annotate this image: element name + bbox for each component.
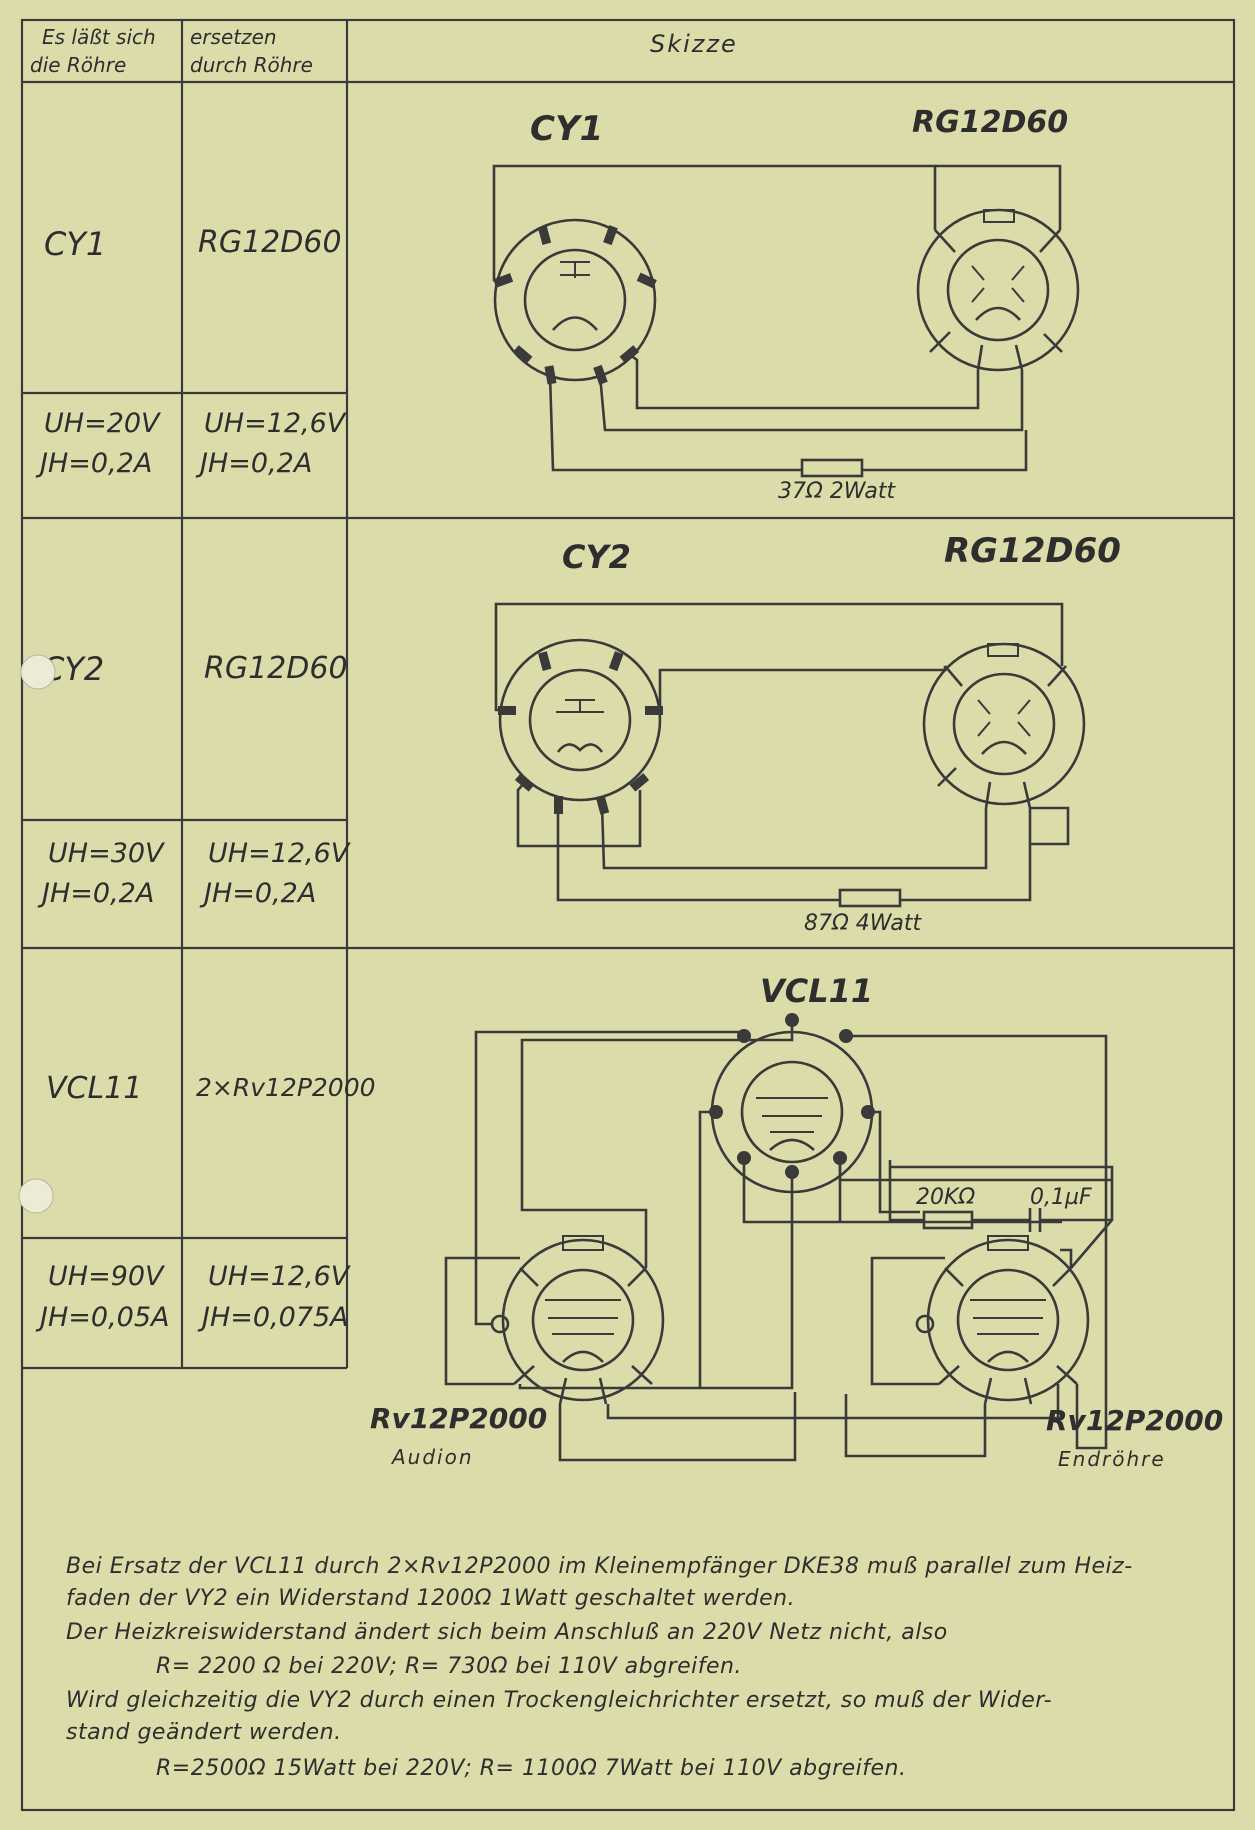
tube-name: VCL11 [46,1071,142,1106]
tube-name: CY1 [44,225,106,263]
replacement-spec-voltage: UH=12,6V [204,408,348,439]
audion-tube-label: Rv12P2000 [370,1402,547,1435]
tube-spec-voltage: UH=90V [48,1261,166,1292]
sketch-title: Skizze [650,30,738,58]
note-line-6: stand geändert werden. [66,1720,342,1745]
punch-hole [18,1178,54,1214]
sketch-cy2: CY2 RG12D60 [494,531,1121,936]
note-line-7: R=2500Ω 15Watt bei 220V; R= 1100Ω 7Watt … [156,1756,907,1781]
tube-spec-voltage: UH=30V [48,838,166,869]
tube-socket-endroehre [915,1235,1090,1405]
replacement-name: 2×Rv12P2000 [196,1073,376,1102]
tube-socket-rg12d60-2 [922,642,1086,809]
sketch-top-tube-label: VCL11 [760,972,873,1010]
resistor-label: 37Ω 2Watt [778,479,896,504]
sketch-left-tube-label: CY1 [530,109,603,149]
tube-spec-current: JH=0,2A [35,448,152,479]
punch-hole [20,654,56,690]
resistor-label: 20KΩ [916,1185,975,1210]
note-line-3: Der Heizkreiswiderstand ändert sich beim… [66,1620,948,1645]
tube-socket-audion [490,1235,665,1405]
tube-socket-cy2 [498,638,663,815]
note-line-1: Bei Ersatz der VCL11 durch 2×Rv12P2000 i… [66,1554,1133,1579]
header-right-line1: ersetzen [190,25,277,49]
table-row-cy1: CY1 RG12D60 UH=20V JH=0,2A UH=12,6V JH=0… [35,225,348,479]
table-grid [20,18,1236,1812]
replacement-spec-voltage: UH=12,6V [208,1261,352,1292]
note-line-4: R= 2200 Ω bei 220V; R= 730Ω bei 110V abg… [156,1654,742,1679]
replacement-name: RG12D60 [198,225,342,260]
sketch-right-tube-label: RG12D60 [912,105,1068,140]
header-left-line2: die Röhre [30,53,126,77]
replacement-spec-current: JH=0,075A [197,1302,349,1333]
sketch-vcl11: VCL11 [370,972,1223,1471]
header-right-line2: durch Röhre [190,53,313,77]
table-row-cy2: CY2 RG12D60 UH=30V JH=0,2A UH=12,6V JH=0… [37,650,352,909]
endroehre-tube-label: Rv12P2000 [1046,1404,1223,1437]
header-left-line1: Es läßt sich [42,25,156,49]
replacement-spec-voltage: UH=12,6V [208,838,352,869]
audion-sub-label: Audion [390,1445,474,1469]
replacement-spec-current: JH=0,2A [199,878,316,909]
sketch-right-tube-label: RG12D60 [944,531,1121,571]
sketch-left-tube-label: CY2 [562,538,631,576]
tube-spec-current: JH=0,2A [37,878,154,909]
resistor-label: 87Ω 4Watt [804,911,922,936]
tube-spec-current: JH=0,05A [35,1302,169,1333]
sketch-cy1: CY1 RG12D60 [492,105,1080,504]
replacement-name: RG12D60 [204,651,348,686]
tube-socket-cy1 [493,218,657,385]
tube-spec-voltage: UH=20V [44,408,162,439]
capacitor-label: 0,1µF [1030,1185,1092,1210]
replacement-spec-current: JH=0,2A [195,448,312,479]
tube-socket-rg12d60 [916,208,1080,372]
table-row-vcl11: VCL11 2×Rv12P2000 UH=90V JH=0,05A UH=12,… [35,1071,376,1333]
note-line-2: faden der VY2 ein Widerstand 1200Ω 1Watt… [66,1586,796,1611]
note-line-5: Wird gleichzeitig die VY2 durch einen Tr… [66,1688,1053,1713]
endroehre-sub-label: Endröhre [1058,1447,1166,1471]
